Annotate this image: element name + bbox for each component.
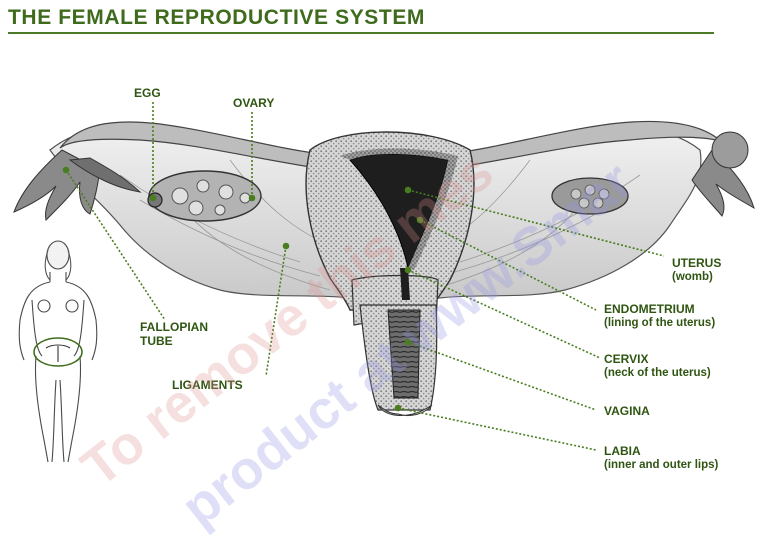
label-fallopian-tube: FALLOPIAN TUBE: [140, 320, 208, 348]
left-ovary: [149, 171, 261, 221]
label-vagina: VAGINA: [604, 404, 650, 418]
label-cervix-title: CERVIX: [604, 352, 648, 366]
right-fimbriae: [692, 132, 754, 216]
label-uterus-sub: (womb): [672, 270, 721, 284]
label-endometrium: ENDOMETRIUM (lining of the uterus): [604, 302, 715, 330]
vaginal-canal: [388, 310, 420, 398]
leader-labia: [398, 408, 596, 450]
label-cervix: CERVIX (neck of the uterus): [604, 352, 711, 380]
label-labia-sub: (inner and outer lips): [604, 458, 718, 472]
label-fallopian-line1: FALLOPIAN: [140, 320, 208, 334]
label-uterus-title: UTERUS: [672, 256, 721, 270]
label-fallopian-line2: TUBE: [140, 334, 173, 348]
label-endometrium-title: ENDOMETRIUM: [604, 302, 695, 316]
label-labia-title: LABIA: [604, 444, 641, 458]
inset-body-figure: [19, 241, 97, 462]
right-ovary: [552, 178, 628, 214]
label-egg: EGG: [134, 86, 161, 100]
leader-vagina: [408, 342, 596, 410]
label-cervix-sub: (neck of the uterus): [604, 366, 711, 380]
label-ovary: OVARY: [233, 96, 274, 110]
label-labia: LABIA (inner and outer lips): [604, 444, 718, 472]
label-ligaments: LIGAMENTS: [172, 378, 243, 392]
label-endometrium-sub: (lining of the uterus): [604, 316, 715, 330]
label-uterus: UTERUS (womb): [672, 256, 721, 284]
